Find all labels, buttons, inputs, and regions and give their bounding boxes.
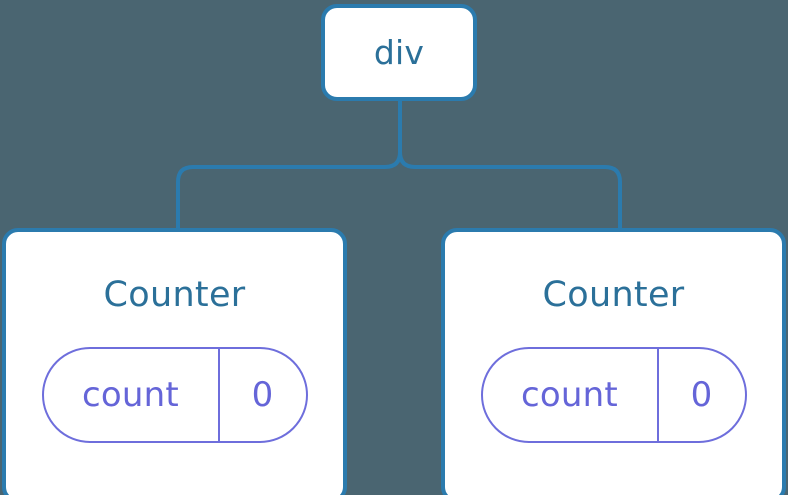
- state-key-cell-counter-1: count: [44, 349, 220, 441]
- node-counter-2-label: Counter: [542, 275, 685, 315]
- state-value-cell-counter-2: 0: [659, 349, 745, 441]
- state-value-label-counter-2: 0: [690, 375, 713, 415]
- node-counter-1-label: Counter: [103, 275, 246, 315]
- node-div-label: div: [373, 33, 425, 72]
- state-value-label-counter-1: 0: [251, 375, 274, 415]
- state-key-cell-counter-2: count: [483, 349, 659, 441]
- state-key-label-counter-2: count: [521, 375, 618, 415]
- node-counter-1[interactable]: Counter count 0: [2, 228, 347, 495]
- node-counter-2[interactable]: Counter count 0: [441, 228, 786, 495]
- connector-branch-right: [398, 151, 622, 229]
- node-div[interactable]: div: [321, 4, 477, 101]
- state-pill-counter-2[interactable]: count 0: [480, 347, 747, 443]
- state-value-cell-counter-1: 0: [220, 349, 306, 441]
- connector-branch-left: [176, 151, 402, 229]
- state-pill-counter-1[interactable]: count 0: [41, 347, 308, 443]
- state-key-label-counter-1: count: [82, 375, 179, 415]
